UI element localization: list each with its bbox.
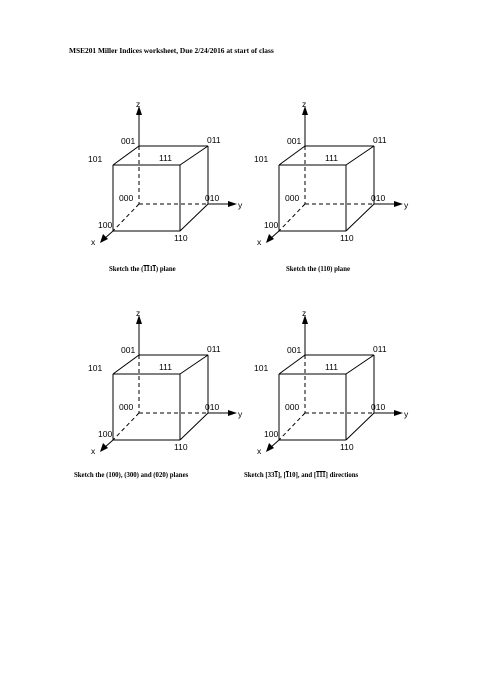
caption-plane-3: Sketch the (100), (300) and (020) planes: [74, 472, 189, 479]
vertex-000: 000: [119, 193, 133, 203]
overbar-digit: 1: [152, 266, 156, 273]
y-axis-label: y: [404, 200, 409, 210]
vertex-011: 011: [207, 344, 221, 354]
x-axis-label: x: [257, 446, 262, 456]
vertex-000: 000: [119, 402, 133, 412]
cube-diagram-2: z y x 001 011 101 111 000 010 100 110: [254, 98, 419, 248]
x-axis-label: x: [91, 237, 96, 247]
vertex-100: 100: [98, 220, 112, 230]
y-axis-label: y: [238, 409, 243, 419]
y-axis-label: y: [404, 409, 409, 419]
vertex-101: 101: [88, 363, 102, 373]
x-axis-label: x: [257, 237, 262, 247]
z-axis-label: z: [136, 99, 140, 109]
x-axis-label: x: [91, 446, 96, 456]
vertex-110: 110: [174, 233, 188, 243]
vertex-000: 000: [285, 193, 299, 203]
z-axis-label: z: [136, 308, 140, 318]
overbar-digit: 1: [274, 472, 278, 479]
vertex-011: 011: [373, 135, 387, 145]
vertex-110: 110: [174, 442, 188, 452]
cube-diagram-1: z y x 001 011 101 111 000 010 100 110: [88, 98, 253, 248]
caption-text: Sketch [33: [244, 472, 275, 479]
vertex-001: 001: [287, 136, 301, 146]
vertex-001: 001: [121, 345, 135, 355]
vertex-111: 111: [159, 153, 172, 163]
vertex-010: 010: [205, 193, 219, 203]
overbar-digit: 1: [143, 266, 147, 273]
caption-directions: Sketch [331], [110], and [111] direction…: [244, 472, 358, 479]
caption-plane-1: Sketch the (1111) plane: [109, 266, 176, 273]
vertex-110: 110: [340, 442, 354, 452]
vertex-100: 100: [264, 429, 278, 439]
vertex-010: 010: [371, 193, 385, 203]
caption-text: ] directions: [325, 472, 359, 479]
vertex-000: 000: [285, 402, 299, 412]
vertex-110: 110: [340, 233, 354, 243]
overbar-digit: 1: [319, 472, 323, 479]
overbar-digit: 1: [285, 472, 289, 479]
overbar-digit: 1: [146, 266, 150, 273]
vertex-010: 010: [205, 402, 219, 412]
caption-plane-2: Sketch the (110) plane: [286, 266, 351, 273]
vertex-010: 010: [371, 402, 385, 412]
vertex-001: 001: [287, 345, 301, 355]
z-axis-label: z: [302, 308, 306, 318]
overbar-digit: 1: [322, 472, 326, 479]
vertex-100: 100: [98, 429, 112, 439]
caption-text: Sketch the (: [109, 266, 144, 273]
z-axis-label: z: [302, 99, 306, 109]
caption-text: ) plane: [155, 266, 176, 273]
overbar-digit: 1: [316, 472, 320, 479]
vertex-011: 011: [373, 344, 387, 354]
cube-diagram-4: z y x 001 011 101 111 000 010 100 110: [254, 307, 419, 457]
vertex-011: 011: [207, 135, 221, 145]
cube-diagram-3: z y x 001 011 101 111 000 010 100 110: [88, 307, 253, 457]
vertex-101: 101: [254, 363, 268, 373]
vertex-001: 001: [121, 136, 135, 146]
vertex-111: 111: [325, 153, 338, 163]
vertex-111: 111: [325, 362, 338, 372]
vertex-111: 111: [159, 362, 172, 372]
vertex-101: 101: [254, 154, 268, 164]
caption-text: 1: [149, 266, 153, 273]
caption-text: 10], and [: [288, 472, 317, 479]
page-title: MSE201 Miller Indices worksheet, Due 2/2…: [69, 46, 274, 55]
vertex-100: 100: [264, 220, 278, 230]
y-axis-label: y: [238, 200, 243, 210]
vertex-101: 101: [88, 154, 102, 164]
caption-text: ], [: [277, 472, 286, 479]
